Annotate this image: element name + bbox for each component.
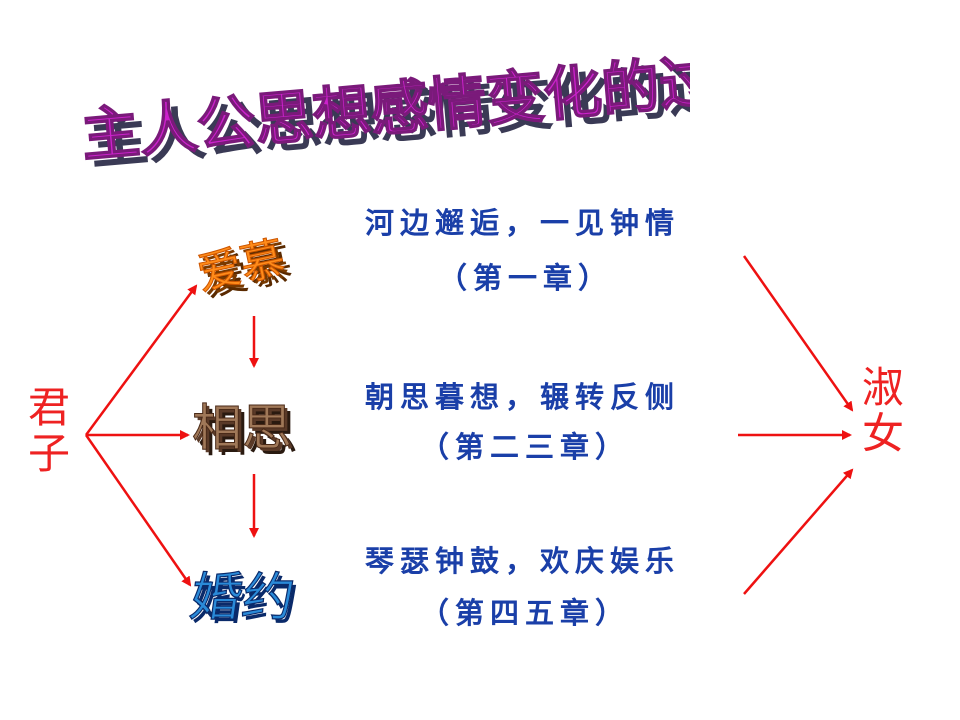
arrow-chapter45-to-lady xyxy=(743,468,854,595)
svg-text:相思: 相思 xyxy=(198,405,298,463)
left-subject-char-2: 子 xyxy=(28,429,71,478)
description-2-line1: 朝思暮想，辗转反侧 xyxy=(365,380,681,414)
arrow-chapter1-to-lady xyxy=(742,255,854,412)
svg-text:婚约: 婚约 xyxy=(190,572,302,632)
description-3-line1: 琴瑟钟鼓，欢庆娱乐 xyxy=(365,544,681,578)
right-subject-char-1: 淑 xyxy=(862,363,905,412)
description-1-line2: （第一章） xyxy=(438,261,614,295)
right-subject-char-2: 女 xyxy=(862,409,905,458)
left-subject: 君 子 xyxy=(28,385,70,477)
description-3-line2: （第四五章） xyxy=(420,596,631,630)
diagram-title: 主人公思想感情变化的过程 主人公思想感情变化的过程 xyxy=(78,41,690,170)
arrow-subject-to-admiration xyxy=(84,284,198,436)
svg-text:相思: 相思 xyxy=(195,402,295,460)
stage-longing: 相思 相思 相思 xyxy=(192,399,299,464)
stage-admiration: 爱慕 爱慕 爱慕 xyxy=(192,232,297,307)
left-subject-char-1: 君 xyxy=(28,383,71,432)
description-2-line2: （第二三章） xyxy=(420,430,631,464)
stage-marriage-pact-label: 婚约 xyxy=(186,568,298,628)
arrow-subject-to-marriage xyxy=(84,434,192,587)
description-1-line1: 河边邂逅，一见钟情 xyxy=(365,206,681,240)
stage-marriage-pact: 婚约 婚约 xyxy=(186,568,302,632)
stage-longing-label: 相思 xyxy=(192,399,292,457)
right-subject: 淑 女 xyxy=(862,365,904,457)
